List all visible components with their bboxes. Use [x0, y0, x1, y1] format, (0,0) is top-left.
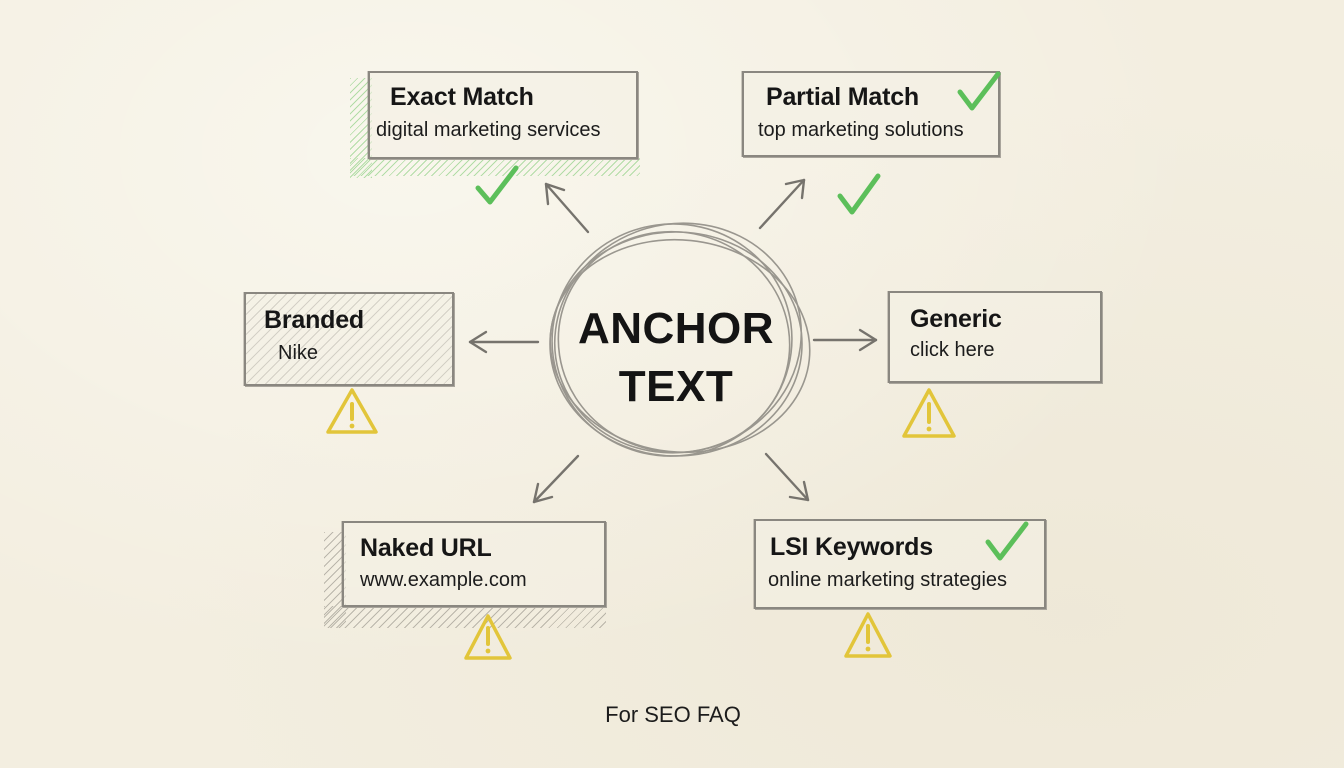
node-branded: Branded Nike [244, 292, 454, 386]
node-example: digital marketing services [376, 119, 601, 141]
node-example: click here [910, 339, 995, 361]
naked-url-shadow [324, 532, 346, 628]
node-partial-match: Partial Match top marketing solutions [742, 71, 1000, 157]
exact-match-shadow-bottom [350, 158, 640, 176]
center-label-line2: TEXT [618, 362, 734, 411]
node-title: LSI Keywords [770, 533, 933, 561]
exact-match-shadow [350, 78, 372, 178]
node-example: www.example.com [360, 569, 527, 591]
node-example: online marketing strategies [768, 569, 1008, 591]
footer-caption: For SEO FAQ [605, 702, 741, 727]
warning-icon [464, 614, 512, 660]
node-title: Exact Match [390, 83, 534, 111]
branded-hatch [246, 294, 452, 384]
check-icon [985, 521, 1029, 561]
node-example: top marketing solutions [758, 119, 964, 141]
warning-icon [844, 612, 892, 658]
warning-icon [326, 388, 378, 434]
naked-url-shadow-bottom [324, 606, 606, 628]
check-icon [475, 165, 519, 205]
node-generic: Generic click here [888, 291, 1102, 383]
node-title: Partial Match [766, 83, 920, 111]
center-label: ANCHOR TEXT [556, 300, 796, 416]
check-icon [957, 71, 1001, 111]
check-icon [837, 173, 881, 215]
warning-icon [902, 388, 956, 438]
center-circle [549, 222, 811, 457]
center-label-line1: ANCHOR [577, 304, 775, 353]
node-naked-url: Naked URL www.example.com [342, 521, 606, 607]
node-exact-match: Exact Match digital marketing services [368, 71, 638, 159]
node-title: Branded [264, 306, 365, 334]
node-lsi-keywords: LSI Keywords online marketing strategies [754, 519, 1046, 609]
node-title: Naked URL [360, 534, 492, 562]
node-title: Generic [910, 305, 1002, 333]
node-example: Nike [278, 342, 319, 364]
